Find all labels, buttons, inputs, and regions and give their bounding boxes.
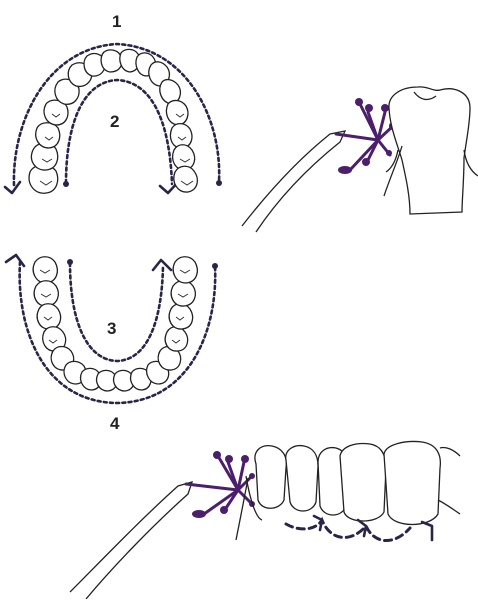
brush-at-teeth-row-illustration bbox=[70, 442, 460, 600]
lower-inner-end-dot bbox=[67, 259, 73, 265]
label-4: 4 bbox=[110, 414, 120, 433]
label-1: 1 bbox=[112, 12, 121, 31]
brush-handle-upper bbox=[242, 131, 345, 232]
brush-handle-lower bbox=[70, 482, 192, 599]
wave-dotted-path bbox=[286, 520, 410, 541]
upper-inner-dotted-path bbox=[66, 80, 172, 184]
teeth-row bbox=[236, 442, 460, 541]
lower-inner-dotted-path bbox=[70, 263, 163, 361]
label-2: 2 bbox=[110, 112, 119, 131]
lower-end-dot bbox=[212, 263, 218, 269]
wave-arrow-3 bbox=[422, 522, 432, 540]
upper-end-dot bbox=[216, 180, 222, 186]
upper-start-arrow-left bbox=[5, 182, 20, 193]
lower-start-arrow-left bbox=[6, 255, 24, 266]
label-3: 3 bbox=[107, 319, 116, 338]
upper-inner-end-dot bbox=[63, 181, 69, 187]
brush-at-molar-illustration bbox=[242, 87, 478, 232]
